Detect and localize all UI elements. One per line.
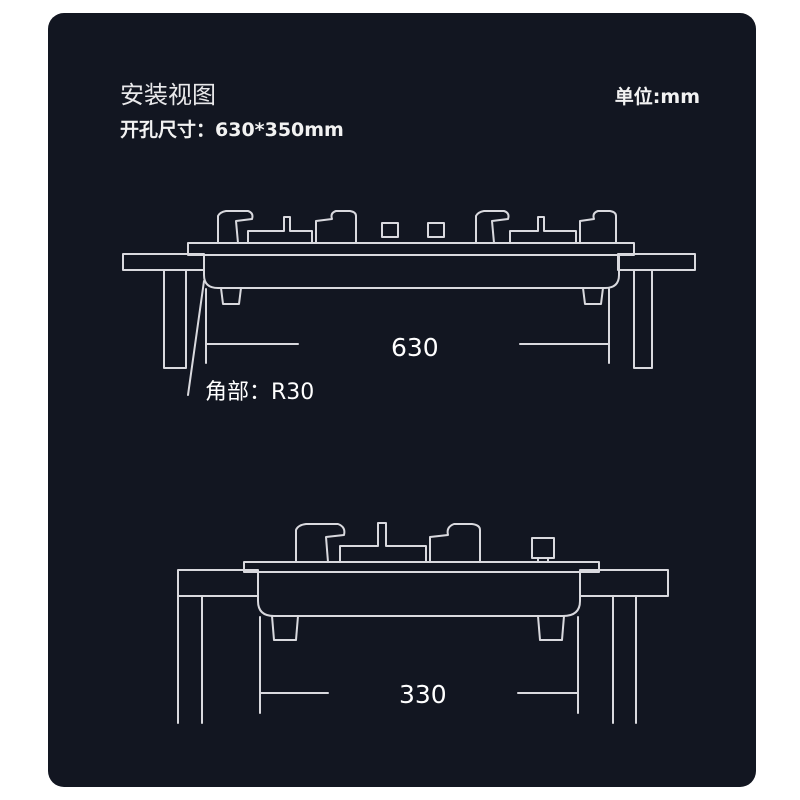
side-glass-panel <box>243 561 600 573</box>
front-knob-right <box>427 222 445 238</box>
front-countertop <box>122 253 205 271</box>
front-countertop-right <box>617 253 696 271</box>
front-burner-right-outer <box>475 210 510 244</box>
side-cabinet-right-wall <box>612 595 637 724</box>
front-knob-left <box>381 222 399 238</box>
side-countertop-left <box>177 569 259 597</box>
front-stove-body <box>203 254 620 289</box>
side-burner-center <box>339 522 427 563</box>
front-burner-right-cap <box>579 210 617 244</box>
diagram-title: 安装视图 <box>120 81 216 109</box>
unit-label: 单位:mm <box>614 86 700 108</box>
cutout-size-label: 开孔尺寸：630*350mm <box>120 119 344 141</box>
depth-dimension-label: 330 <box>399 680 447 709</box>
front-foot-left <box>220 287 242 305</box>
diagram-panel: 安装视图 单位:mm 开孔尺寸：630*350mm 630 角部：R30 330 <box>48 13 756 787</box>
front-cabinet-left-wall <box>163 269 187 369</box>
front-cabinet-right-wall <box>633 269 653 369</box>
corner-radius-label: 角部：R30 <box>205 380 315 405</box>
side-burner-right <box>429 523 481 563</box>
side-burner-left <box>295 523 346 563</box>
side-foot-left <box>271 615 299 641</box>
side-countertop-right <box>579 569 669 597</box>
corner-leader-line <box>187 280 205 396</box>
side-foot-right <box>537 615 565 641</box>
front-burner-left-cap <box>315 210 357 244</box>
front-burner-left-outer <box>217 210 254 244</box>
front-burner-right-inner <box>509 216 577 244</box>
front-glass-panel <box>187 242 635 256</box>
side-knob-stem <box>537 557 549 563</box>
front-burner-left-inner <box>247 216 313 244</box>
front-view <box>122 210 696 396</box>
installation-drawing <box>122 210 696 724</box>
width-dimension-label: 630 <box>391 333 439 362</box>
side-view <box>177 522 669 724</box>
side-cabinet-left-wall <box>177 595 203 724</box>
side-knob <box>531 537 555 559</box>
side-stove-body <box>257 571 581 617</box>
front-foot-right <box>582 287 604 305</box>
